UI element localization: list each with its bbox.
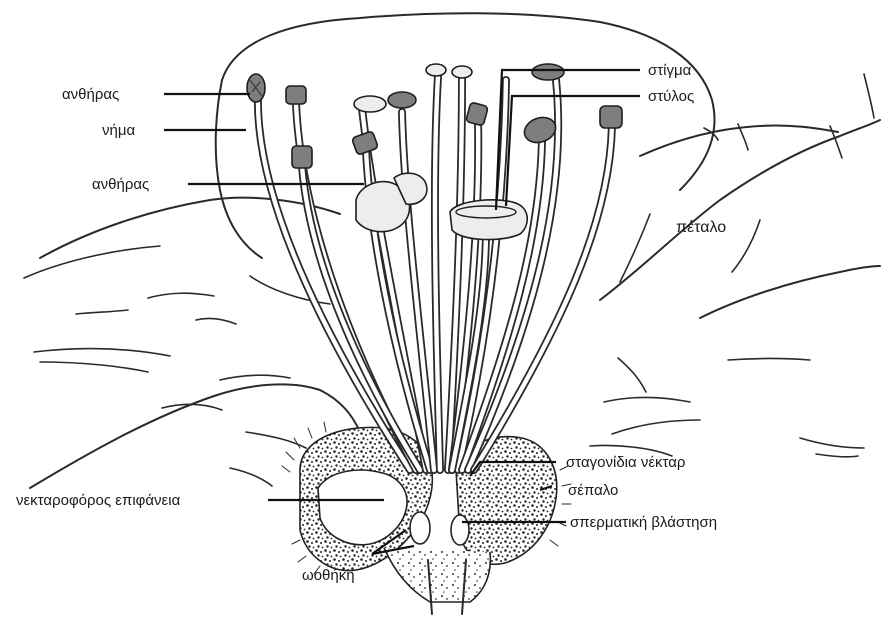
label-style: στύλος	[648, 88, 694, 105]
label-nectar-droplets: σταγονίδια νέκταρ	[566, 454, 685, 471]
label-ovary: ωοθήκη	[302, 567, 355, 584]
label-ovary-ovule: σπερματική βλάστηση	[570, 514, 717, 531]
stamen-filaments	[258, 76, 612, 470]
leader-stigma	[496, 70, 640, 210]
label-anther-top: ανθήρας	[62, 86, 119, 103]
label-sepal: σέπαλο	[568, 482, 618, 499]
label-nectary-surface: νεκταροφόρος επιφάνεια	[16, 492, 181, 509]
label-stigma: στίγμα	[648, 62, 692, 79]
label-filament: νήμα	[102, 122, 135, 139]
label-anther-mid: ανθήρας	[92, 176, 149, 193]
label-petal: πέταλο	[676, 219, 726, 236]
